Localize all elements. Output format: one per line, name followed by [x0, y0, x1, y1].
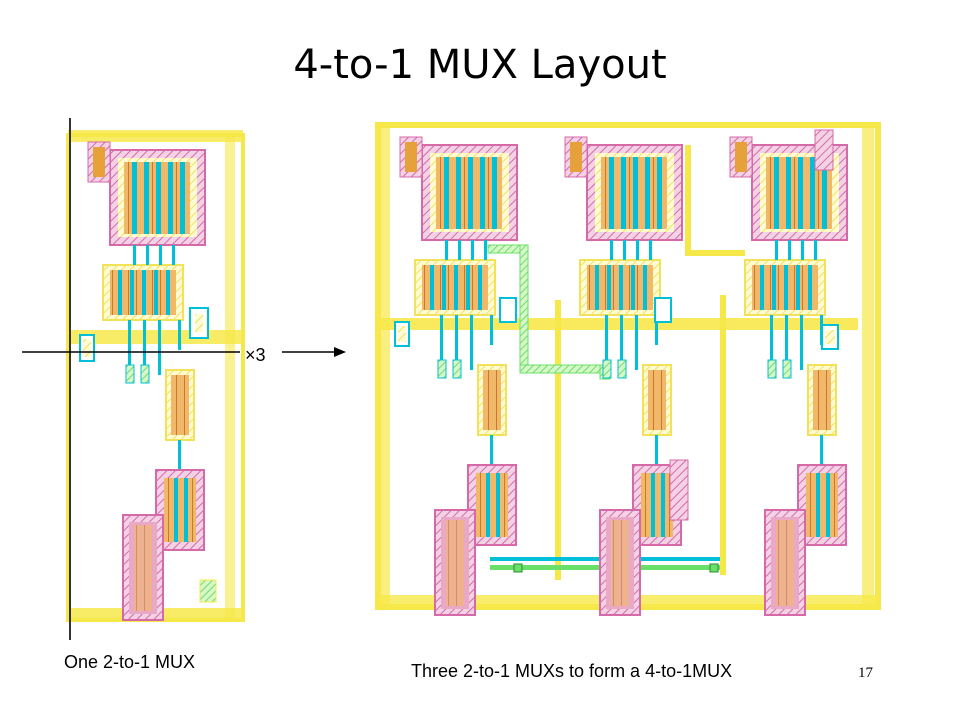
single-mux-layout	[66, 130, 245, 622]
page-number: 17	[858, 665, 873, 681]
slide-title: 4-to-1 MUX Layout	[293, 42, 667, 88]
arrow-head-icon	[334, 347, 346, 357]
caption-single-mux: One 2-to-1 MUX	[64, 652, 196, 672]
four-to-one-mux-layout	[375, 122, 881, 616]
caption-four-to-one-mux: Three 2-to-1 MUXs to form a 4-to-1MUX	[411, 661, 733, 681]
replication-label: ×3	[245, 345, 266, 365]
